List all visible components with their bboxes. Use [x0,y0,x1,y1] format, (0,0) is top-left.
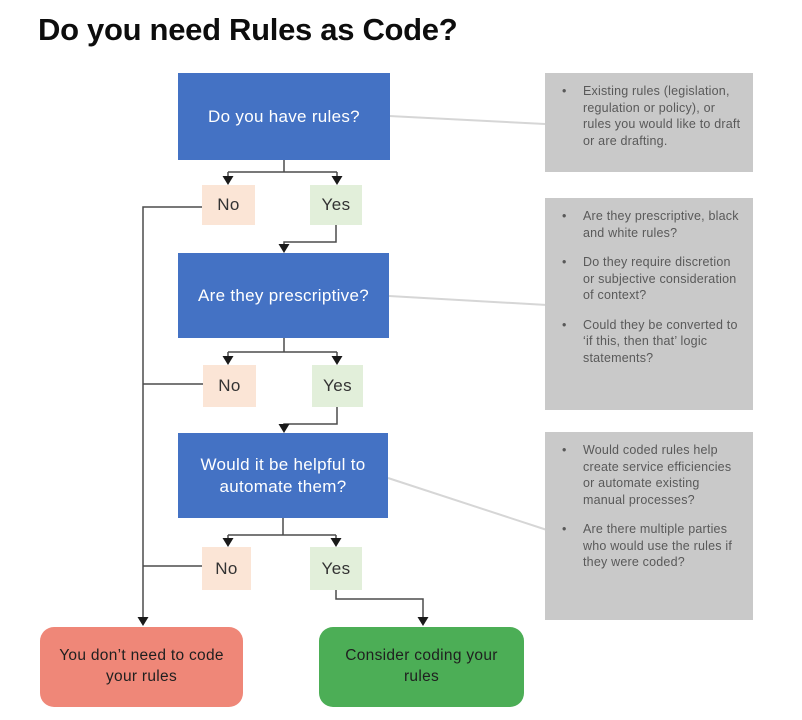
no-box-2: No [203,365,256,407]
note-bullet-list: Would coded rules help create service ef… [545,432,753,579]
decision-box-prescriptive: Are they prescriptive? [178,253,389,338]
decision-label: Are they prescriptive? [197,285,369,305]
note-bullet-list: Existing rules (legislation, regulation … [545,73,753,157]
note-bullet: Existing rules (legislation, regulation … [562,83,745,149]
yes-box-1: Yes [310,185,362,225]
note-box-2: Are they prescriptive, black and white r… [545,198,753,410]
note-bullet: Could they be converted to ‘if this, the… [562,317,745,367]
outcome-yes-box: Consider coding your rules [319,627,524,707]
yes-box-2: Yes [312,365,363,407]
outcome-yes-label: Consider coding your rules [345,647,498,685]
note-connector-lines [387,115,548,531]
yes-box-3: Yes [310,547,362,590]
outcome-no-label: You don’t need to code your rules [59,647,224,685]
note-bullet: Are they prescriptive, black and white r… [562,208,745,241]
no-box-1: No [202,185,255,225]
flow-lines [142,160,424,619]
note-box-3: Would coded rules help create service ef… [545,432,753,620]
note-box-1: Existing rules (legislation, regulation … [545,73,753,172]
note-bullet: Are there multiple parties who would use… [562,521,745,571]
decision-label: Would it be helpful to automate them? [200,455,366,496]
arrowhead-icons [137,176,429,626]
note-bullet-list: Are they prescriptive, black and white r… [545,198,753,374]
no-box-3: No [202,547,251,590]
page-title: Do you need Rules as Code? [38,12,458,47]
note-bullet: Would coded rules help create service ef… [562,442,745,508]
decision-label: Do you have rules? [208,106,360,126]
outcome-no-box: You don’t need to code your rules [40,627,243,707]
decision-box-automate: Would it be helpful to automate them? [178,433,388,518]
note-bullet: Do they require discretion or subjective… [562,254,745,304]
decision-box-have-rules: Do you have rules? [178,73,390,160]
